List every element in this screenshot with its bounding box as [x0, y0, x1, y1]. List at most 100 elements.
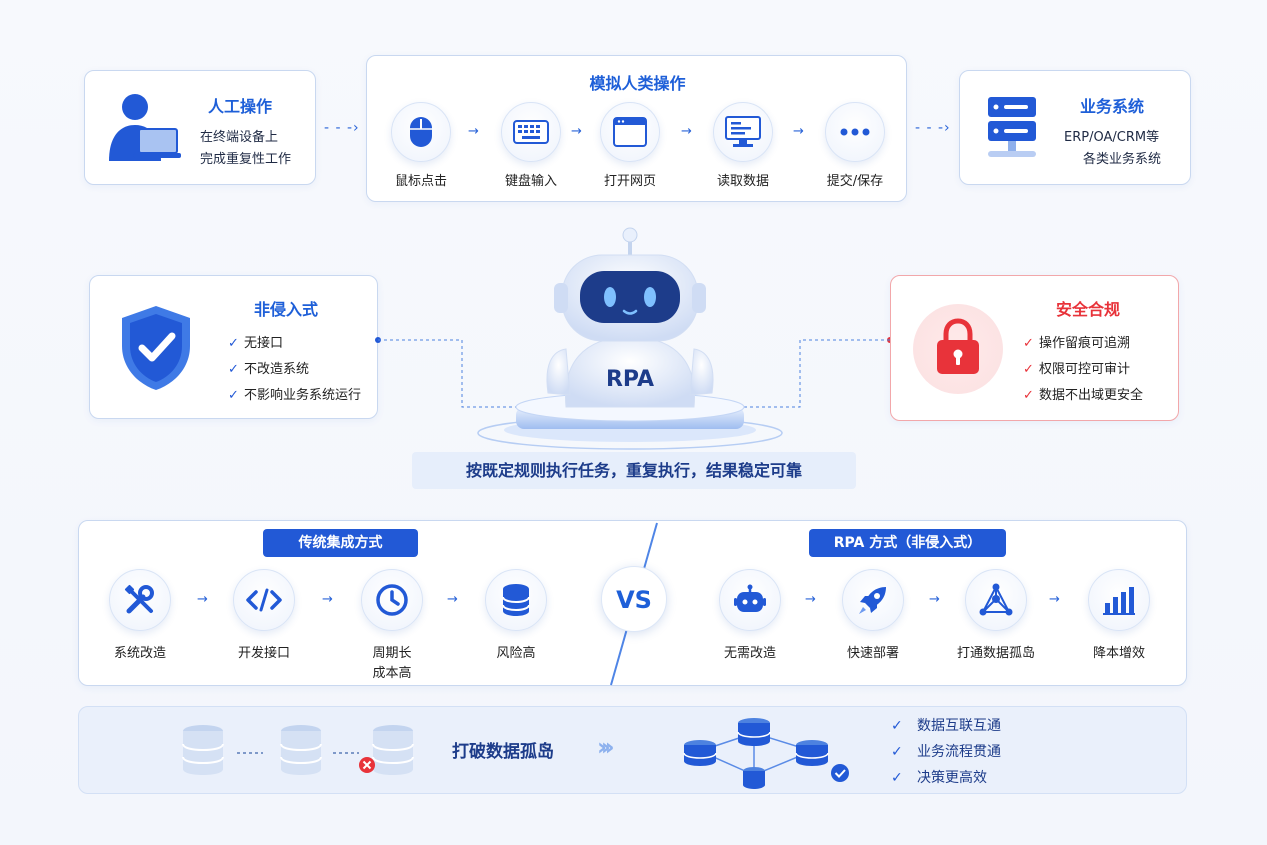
- security-item-1: ✓操作留痕可追溯: [1023, 336, 1131, 351]
- non-invasive-card: 非侵入式 ✓无接口 ✓不改造系统 ✓不影响业务系统运行: [89, 275, 378, 419]
- shield-check-icon: [122, 306, 190, 390]
- bar-chart-icon: [1103, 587, 1135, 615]
- mouse-icon: [410, 117, 432, 147]
- execution-banner: 按既定规则执行任务，重复执行，结果稳定可靠: [412, 452, 856, 489]
- db-node-right: [795, 740, 829, 766]
- trad-label-4: 风险高: [496, 646, 536, 661]
- keyboard-icon: [513, 120, 549, 144]
- rpa-step-break-silos: [965, 569, 1027, 631]
- business-desc-1: ERP/OA/CRM等: [1064, 130, 1160, 145]
- data-silo-title: 打破数据孤岛: [452, 742, 554, 762]
- db-node-top: [737, 718, 771, 746]
- robot-label: RPA: [605, 367, 655, 392]
- manual-desc-2: 完成重复性工作: [200, 152, 292, 167]
- more-icon: [840, 128, 870, 136]
- rpa-title: RPA 方式（非侵入式）: [809, 529, 1006, 557]
- arrow-4: →: [793, 124, 804, 139]
- security-item-2: ✓权限可控可审计: [1023, 362, 1131, 377]
- manual-desc-1: 在终端设备上: [200, 130, 279, 145]
- person-laptop-icon: [109, 94, 181, 161]
- trad-label-3: 周期长: [372, 646, 412, 661]
- server-icon: [988, 97, 1036, 157]
- simulate-title: 模拟人类操作: [589, 74, 686, 93]
- trad-label-2: 开发接口: [237, 646, 290, 661]
- benefit-3: ✓决策更高效: [891, 770, 987, 786]
- rpa-label-1: 无需改造: [723, 646, 776, 661]
- browser-icon: [613, 117, 647, 147]
- network-icon: [979, 583, 1013, 616]
- comparison-card: 传统集成方式 RPA 方式（非侵入式） 系统改造 → 开发接口 → 周期长 成本…: [78, 520, 1187, 686]
- rpa-label-2: 快速部署: [846, 646, 899, 661]
- security-card: 安全合规 ✓操作留痕可追溯 ✓权限可控可审计 ✓数据不出域更安全: [890, 275, 1179, 421]
- trad-arrow-3: →: [447, 592, 458, 607]
- clock-icon: [376, 584, 408, 616]
- benefit-1: ✓数据互联互通: [891, 718, 1001, 734]
- manual-title: 人工操作: [208, 97, 273, 116]
- security-item-3: ✓数据不出域更安全: [1023, 388, 1144, 403]
- rpa-step-fast-deploy: [842, 569, 904, 631]
- step-browser: [600, 102, 660, 162]
- rocket-icon: [859, 587, 886, 614]
- step-label-browser: 打开网页: [603, 174, 656, 189]
- arrow-3: →: [681, 124, 692, 139]
- step-submit: [825, 102, 885, 162]
- arrow-manual-to-simulate: - - -›: [324, 120, 360, 136]
- success-check-icon: [831, 764, 849, 782]
- non-invasive-item-3: ✓不影响业务系统运行: [228, 388, 362, 403]
- data-silo-band: 打破数据孤岛 ››› ✓数据互联互通 ✓业务流程贯通 ✓决策更高效: [78, 706, 1187, 794]
- trad-arrow-2: →: [322, 592, 333, 607]
- vs-text: VS: [616, 586, 652, 614]
- trad-arrow-1: →: [197, 592, 208, 607]
- db-node-left: [683, 740, 717, 766]
- non-invasive-item-1: ✓无接口: [228, 336, 284, 351]
- isolated-db-icons: [182, 725, 414, 775]
- step-read-data: [713, 102, 773, 162]
- rpa-step-no-change: [719, 569, 781, 631]
- connected-db-icons: [683, 718, 849, 789]
- step-label-read-data: 读取数据: [716, 174, 769, 189]
- business-title: 业务系统: [1080, 97, 1145, 116]
- trad-step-risk: [485, 569, 547, 631]
- traditional-title: 传统集成方式: [263, 529, 418, 557]
- robot-icon: [734, 584, 766, 612]
- rpa-arrow-3: →: [1049, 592, 1060, 607]
- manual-operation-card: 人工操作 在终端设备上 完成重复性工作: [84, 70, 316, 185]
- code-icon: [246, 588, 282, 612]
- rpa-label-3: 打通数据孤岛: [956, 646, 1035, 661]
- trad-label-3b: 成本高: [372, 666, 412, 681]
- rpa-label-4: 降本增效: [1092, 646, 1145, 661]
- benefit-2: ✓业务流程贯通: [891, 744, 1001, 760]
- step-label-mouse: 鼠标点击: [394, 174, 447, 189]
- execution-banner-text: 按既定规则执行任务，重复执行，结果稳定可靠: [465, 461, 802, 480]
- step-mouse: [391, 102, 451, 162]
- step-label-submit: 提交/保存: [826, 174, 884, 189]
- business-system-card: 业务系统 ERP/OA/CRM等 各类业务系统: [959, 70, 1191, 185]
- chevrons-icon: ›››: [597, 733, 615, 761]
- trad-step-system-change: [109, 569, 171, 631]
- robot-illustration: [477, 227, 783, 450]
- lock-icon: [937, 318, 979, 374]
- arrow-1: →: [468, 124, 479, 139]
- step-keyboard: [501, 102, 561, 162]
- arrow-2: →: [571, 124, 582, 139]
- security-title: 安全合规: [1056, 300, 1121, 319]
- step-label-keyboard: 键盘输入: [504, 174, 557, 189]
- arrow-simulate-to-business: - - -›: [915, 120, 951, 136]
- monitor-data-icon: [725, 116, 761, 147]
- rpa-step-cost-efficiency: [1088, 569, 1150, 631]
- database-icon: [502, 584, 530, 616]
- business-desc-2: 各类业务系统: [1083, 152, 1162, 167]
- trad-step-api: [233, 569, 295, 631]
- tools-icon: [124, 584, 154, 614]
- db-node-bottom: [743, 767, 765, 789]
- rpa-arrow-1: →: [805, 592, 816, 607]
- rpa-arrow-2: →: [929, 592, 940, 607]
- non-invasive-title: 非侵入式: [254, 300, 319, 319]
- trad-step-long-cycle: [361, 569, 423, 631]
- simulate-card: 模拟人类操作 鼠标点击 → 键盘输入 → 打开网页 → 读取数据 → 提交/保存: [366, 55, 907, 202]
- non-invasive-item-2: ✓不改造系统: [228, 362, 310, 377]
- db-1: [182, 725, 224, 775]
- rpa-robot: RPA: [470, 225, 790, 450]
- trad-label-1: 系统改造: [113, 646, 166, 661]
- vs-badge: VS: [601, 566, 667, 632]
